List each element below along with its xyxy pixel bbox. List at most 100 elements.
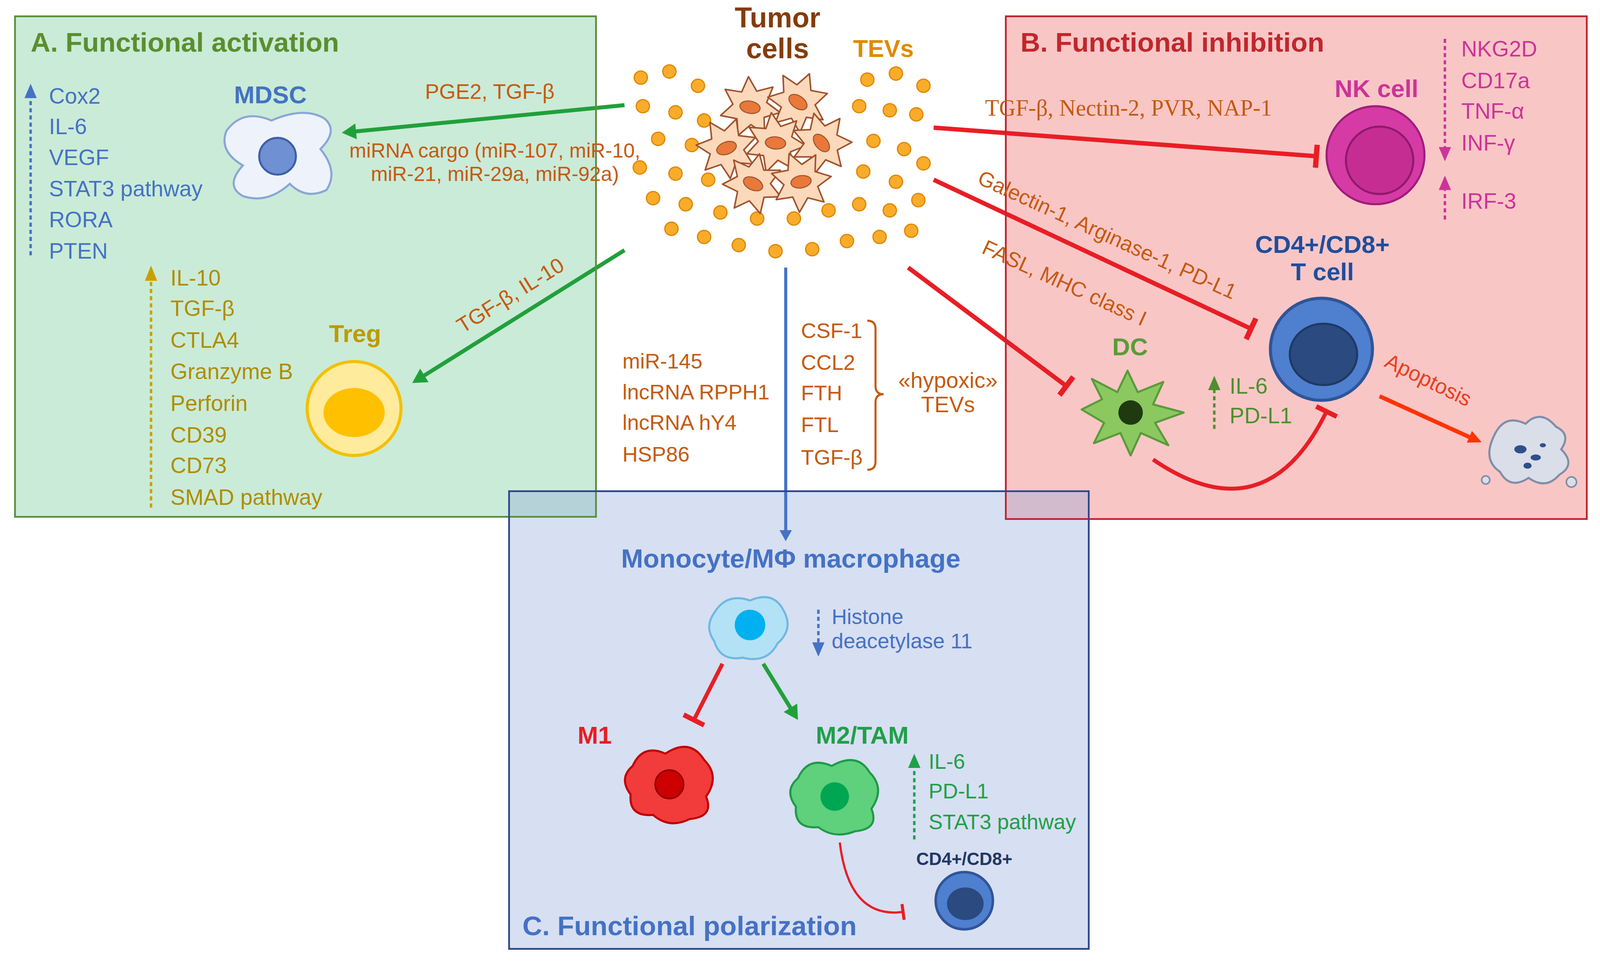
tev-dots-part	[883, 103, 897, 117]
tev-dots-part	[701, 172, 715, 187]
tumor-cluster: Tumor cellsTEVs	[624, 3, 934, 268]
apoptosis-arrow-part	[1466, 430, 1482, 443]
connector-line	[933, 127, 1317, 157]
node-label: Tumor cells	[706, 2, 850, 65]
trend-arrowheads	[24, 83, 1452, 768]
tev-dots-part	[916, 156, 930, 170]
node-label: A. Functional activation	[30, 26, 339, 58]
trend-arrows-part	[1213, 389, 1216, 429]
tev-dots-part	[904, 224, 919, 238]
free-label: miRNA cargo (miR-107, miR-10, miR-21, mi…	[344, 138, 645, 186]
connector	[933, 127, 1318, 168]
cell-node: CD4+/CD8+ T cell	[1251, 230, 1394, 412]
edge-label: PGE2, TGF-β	[425, 79, 555, 105]
monocyte-cell-part	[709, 596, 788, 659]
apoptotic-cell-part	[1514, 445, 1527, 454]
node-label: M2/TAM	[785, 720, 939, 750]
tev-dots-part	[805, 242, 819, 256]
free-label: PD-L1	[928, 778, 989, 803]
free-label: TGF-β	[170, 296, 235, 322]
cell-node: NK cell	[1316, 73, 1437, 212]
apoptotic-cell-part	[1481, 475, 1491, 484]
tev-dots-part	[651, 132, 665, 146]
edge-label: Galectin-1, Arginase-1, PD-L1	[974, 165, 1241, 305]
panel-fills-part	[508, 490, 1090, 950]
small-t-cell-part	[947, 887, 984, 920]
cell-node: DC	[1066, 331, 1194, 460]
tev-dots-part	[897, 142, 911, 156]
free-label: IRF-3	[1461, 188, 1517, 215]
tev-dots-part	[664, 221, 679, 236]
node-label: NK cell	[1316, 74, 1437, 103]
trend-arrows-part	[1443, 189, 1447, 220]
free-label: lncRNA hY4	[622, 410, 737, 435]
m2-cell-part	[790, 759, 878, 835]
node-label: Monocyte/MΦ macrophage	[602, 543, 980, 574]
free-label: Histone deacetylase 11	[831, 604, 1016, 653]
tev-dots-part	[840, 234, 854, 248]
connector	[779, 267, 792, 541]
tev-dots-part	[668, 105, 682, 119]
connector	[341, 104, 625, 139]
free-label: FTL	[801, 412, 839, 437]
cell-node: MDSC	[214, 79, 342, 204]
tev-dots-part	[768, 244, 783, 258]
tev-dots-part	[889, 175, 903, 189]
nk-cell	[1326, 106, 1425, 205]
tev-dots-part	[634, 71, 648, 85]
free-label: STAT3 pathway	[48, 176, 203, 203]
tev-dots-part	[852, 197, 866, 211]
m2-cell-part	[820, 781, 850, 811]
tev-dots-part	[668, 166, 682, 180]
tev-dots-part	[916, 78, 930, 93]
connector-line	[763, 663, 791, 709]
apoptotic-cell-part	[1566, 476, 1577, 488]
free-label: TNF-α	[1461, 98, 1525, 125]
tev-dots-part	[732, 238, 746, 252]
free-label: INF-γ	[1461, 130, 1515, 157]
cell-node: CD4+/CD8+	[903, 847, 1026, 935]
tev-dots-part	[821, 203, 836, 218]
inhibition-bar	[1059, 376, 1074, 396]
tev-dots-part	[750, 211, 764, 225]
trend-arrowheads-part	[908, 753, 921, 768]
mdsc-cell-part	[259, 137, 297, 175]
free-label: TGF-β	[801, 445, 863, 470]
arrow-head	[779, 529, 792, 541]
apoptotic-cell-part	[1540, 442, 1547, 447]
node-label: MDSC	[214, 80, 327, 109]
tev-dots-part	[691, 78, 705, 93]
free-label: IL-6	[48, 114, 87, 140]
hypoxic-bracket	[867, 320, 884, 470]
tev-dots-part	[852, 99, 866, 113]
trend-arrows-part	[149, 280, 153, 508]
tumor-cells-part	[715, 145, 794, 224]
tev-dots-part	[636, 99, 650, 113]
node-label: CD4+/CD8+	[903, 848, 1026, 869]
trend-arrowheads-part	[1438, 175, 1452, 190]
free-label: SMAD pathway	[170, 484, 323, 511]
free-label: CCL2	[801, 350, 856, 375]
connector-line	[693, 663, 723, 720]
connector-line	[839, 842, 904, 913]
apoptotic-cell-part	[1489, 416, 1569, 484]
t-cell-part	[1270, 298, 1373, 401]
dc-cell-part	[1081, 370, 1184, 456]
panel-fills-part	[14, 15, 597, 518]
t-cell	[1270, 298, 1373, 401]
node-label: Treg	[297, 319, 413, 348]
tumor-cells-part	[768, 146, 837, 216]
tev-dots-part	[787, 211, 801, 225]
free-label: CD39	[170, 422, 227, 449]
tev-dots-part	[889, 67, 903, 81]
free-label: CD73	[170, 453, 227, 479]
node-sublabel: TEVs	[853, 34, 915, 63]
trend-arrows-part	[816, 609, 820, 642]
monocyte-cell	[709, 596, 788, 659]
tev-dots-part	[697, 230, 711, 244]
free-label: PD-L1	[1229, 403, 1293, 429]
node-label: DC	[1066, 332, 1194, 361]
edge-label: TGF-β, Nectin-2, PVR, NAP-1	[985, 94, 1272, 122]
